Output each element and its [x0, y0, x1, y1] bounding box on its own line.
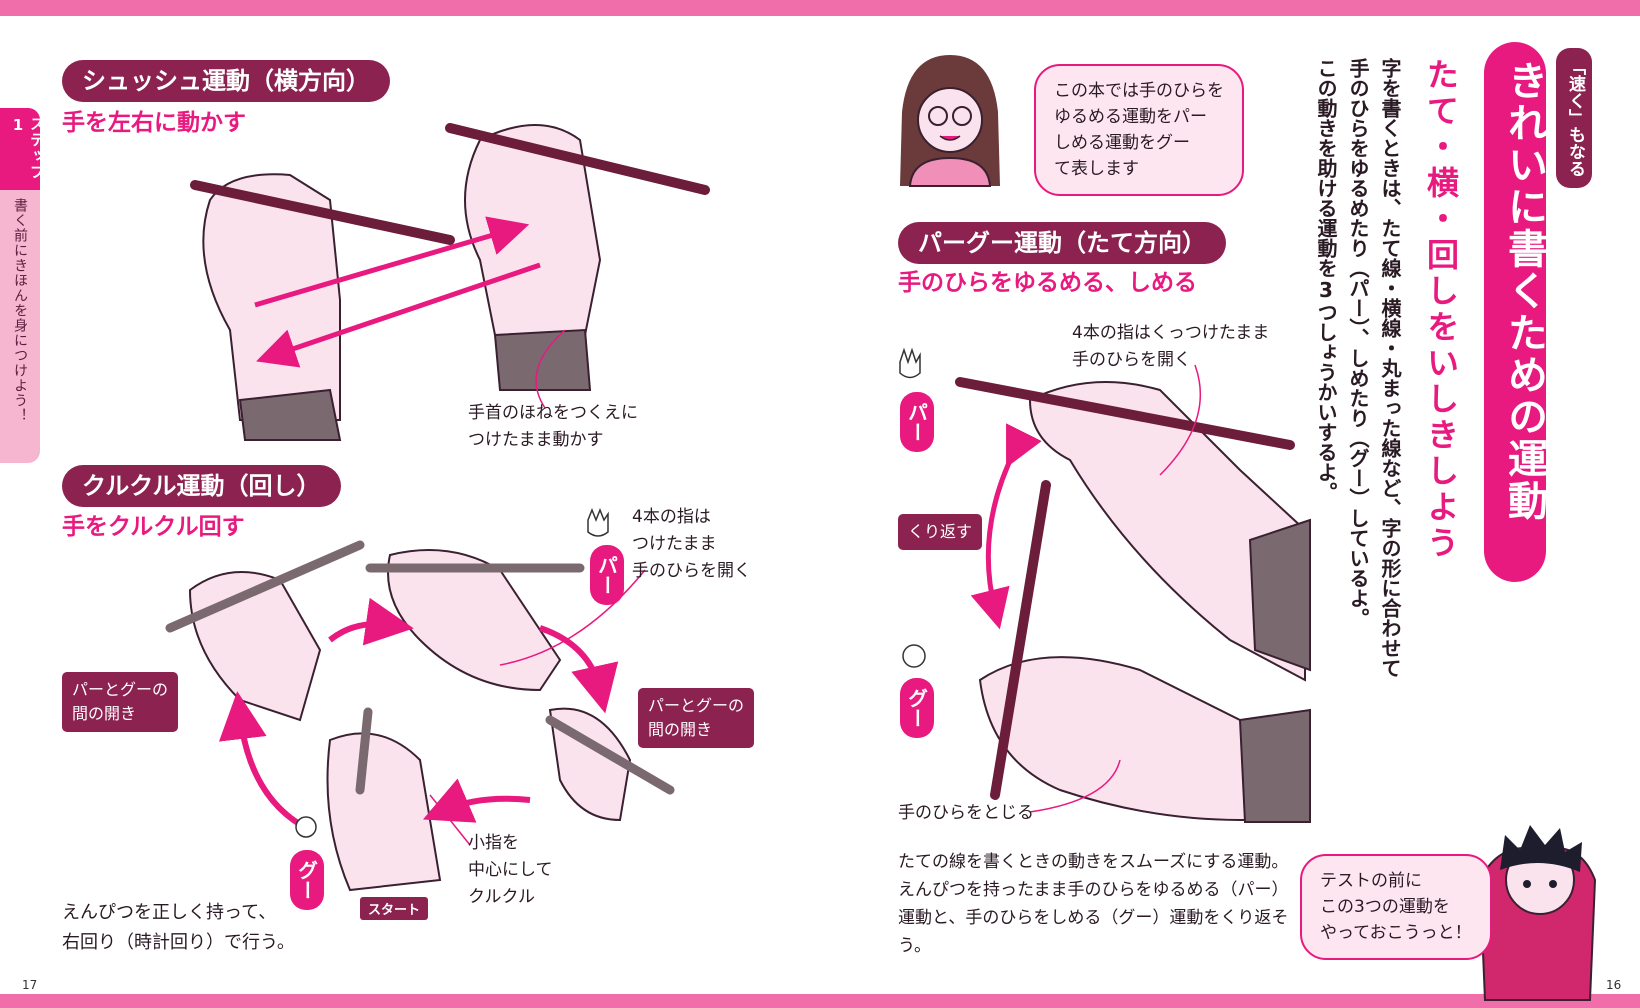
s3-body-line-4: う。: [898, 936, 931, 956]
step-tab-head: ステップ1: [0, 108, 46, 190]
s3-body-line-2: えんぴつを持ったまま手のひらをゆるめる（パー）: [898, 880, 1289, 900]
pinky-note: 小指を 中心にして クルクル: [468, 830, 553, 911]
close-note: 手のひらをとじる: [898, 803, 1034, 823]
boy-line-2: この3つの運動を: [1320, 897, 1450, 917]
section3-hands-illustration: [899, 347, 1311, 823]
main-title-pill: きれいに書くための運動: [1484, 42, 1547, 582]
s3-body-line-1: たての線を書くときの動きをスムーズにする運動。: [898, 852, 1289, 872]
top-band: [0, 0, 1640, 16]
teacher-avatar: [900, 55, 1000, 187]
teacher-line-1: この本では手のひらを: [1054, 81, 1224, 101]
speed-tab-label: 「速く」もなる: [1565, 58, 1585, 177]
section3-par-tag: パー: [900, 392, 934, 452]
step-label: ステップ1: [9, 116, 46, 180]
callout-left-line-2: 間の開き: [72, 704, 137, 723]
speed-tab: 「速く」もなる: [1556, 48, 1592, 188]
pinky-note-line-2: 中心にして: [468, 860, 553, 880]
vertical-subtitle: たて・横・回しをいしきしよう: [1422, 58, 1460, 562]
section1-note-line-2: つけたまま動かす: [468, 430, 604, 450]
step-side-tab: ステップ1 書く前にきほんを身につけよう！: [0, 108, 46, 463]
finger-note-line-2: つけたまま: [632, 534, 717, 554]
section2-gu-tag: グー: [290, 850, 324, 910]
page-number-right: 16: [1606, 978, 1622, 992]
section2-subtitle: 手をクルクル回す: [62, 512, 245, 542]
page-number-left: 17: [22, 978, 38, 992]
section3-body: たての線を書くときの動きをスムーズにする運動。 えんぴつを持ったまま手のひらをゆ…: [898, 848, 1289, 960]
pinky-note-line-3: クルクル: [468, 887, 535, 907]
boy-line-3: やっておこうっと！: [1320, 923, 1472, 943]
start-badge: スタート: [360, 897, 429, 920]
boy-line-1: テストの前に: [1320, 871, 1422, 891]
intro-line-3: この動きを助ける運動を3つしょうかいするよ。: [1314, 58, 1338, 502]
callout-left-line-1: パーとグーの: [72, 680, 169, 699]
intro-line-1: 字を書くときは、たて線・横線・丸まった線など、字の形に合わせて: [1378, 58, 1402, 678]
boy-avatar: [1478, 825, 1597, 1001]
finger-note-line-3: 手のひらを開く: [632, 561, 751, 581]
section3-subtitle: 手のひらをゆるめる、しめる: [898, 268, 1197, 298]
callout-left: パーとグーの 間の開き: [62, 672, 179, 732]
section1-title: シュッシュ運動（横方向）: [62, 60, 390, 102]
teacher-line-4: て表します: [1054, 159, 1139, 179]
par-tag-label: パー: [594, 555, 619, 595]
section3-gu-tag: グー: [900, 678, 934, 738]
s3-finger-line-2: 手のひらを開く: [1072, 350, 1191, 370]
callout-right: パーとグーの 間の開き: [638, 688, 755, 748]
boy-speech-bubble: テストの前に この3つの運動を やっておこうっと！: [1300, 854, 1492, 960]
section1-subtitle: 手を左右に動かす: [62, 108, 246, 138]
bottom-band: [0, 994, 1640, 1008]
gu-tag-label: グー: [294, 860, 319, 900]
section1-note: 手首のほねをつくえに つけたまま動かす: [468, 400, 638, 454]
s3-finger-line-1: 4本の指はくっつけたまま: [1072, 323, 1270, 343]
section2-subtitle-text: 手をクルクル回す: [62, 514, 245, 540]
callout-right-line-2: 間の開き: [648, 720, 713, 739]
main-title: きれいに書くための運動: [1501, 60, 1547, 522]
callout-right-line-1: パーとグーの: [648, 696, 745, 715]
finger-note-line-1: 4本の指は: [632, 507, 711, 527]
section1-note-line-1: 手首のほねをつくえに: [468, 403, 638, 423]
s3-par-label: パー: [904, 402, 929, 442]
s3-gu-label: グー: [904, 688, 929, 728]
section3-finger-note: 4本の指はくっつけたまま 手のひらを開く: [1072, 320, 1269, 374]
step-caption: 書く前にきほんを身につけよう！: [12, 198, 28, 423]
repeat-callout: くり返す: [898, 514, 983, 550]
section2-body-line-2: 右回り（時計回り）で行う。: [62, 932, 295, 953]
section1-subtitle-text: 手を左右に動かす: [62, 110, 246, 136]
section3-title: パーグー運動（たて方向）: [898, 222, 1226, 264]
teacher-line-3: しめる運動をグー: [1054, 133, 1190, 153]
section2-finger-note: 4本の指は つけたまま 手のひらを開く: [632, 504, 751, 585]
section2-title: クルクル運動（回し）: [62, 465, 341, 507]
teacher-speech-bubble: この本では手のひらを ゆるめる運動をパー しめる運動をグー て表します: [1034, 64, 1244, 196]
section2-hands-illustration: [165, 507, 675, 892]
section3-subtitle-text: 手のひらをゆるめる、しめる: [898, 270, 1197, 296]
section2-par-tag: パー: [590, 545, 624, 605]
teacher-line-2: ゆるめる運動をパー: [1054, 107, 1207, 127]
s3-body-line-3: 運動と、手のひらをしめる（グー）運動をくり返そ: [898, 908, 1289, 928]
intro-line-2: 手のひらをゆるめたり（パー）、しめたり（グー）しているよ。: [1346, 58, 1370, 628]
section1-hands-illustration: [190, 123, 710, 441]
section2-body-line-1: えんぴつを正しく持って、: [62, 902, 277, 923]
pinky-note-line-1: 小指を: [468, 833, 519, 853]
section2-body: えんぴつを正しく持って、 右回り（時計回り）で行う。: [62, 898, 295, 958]
